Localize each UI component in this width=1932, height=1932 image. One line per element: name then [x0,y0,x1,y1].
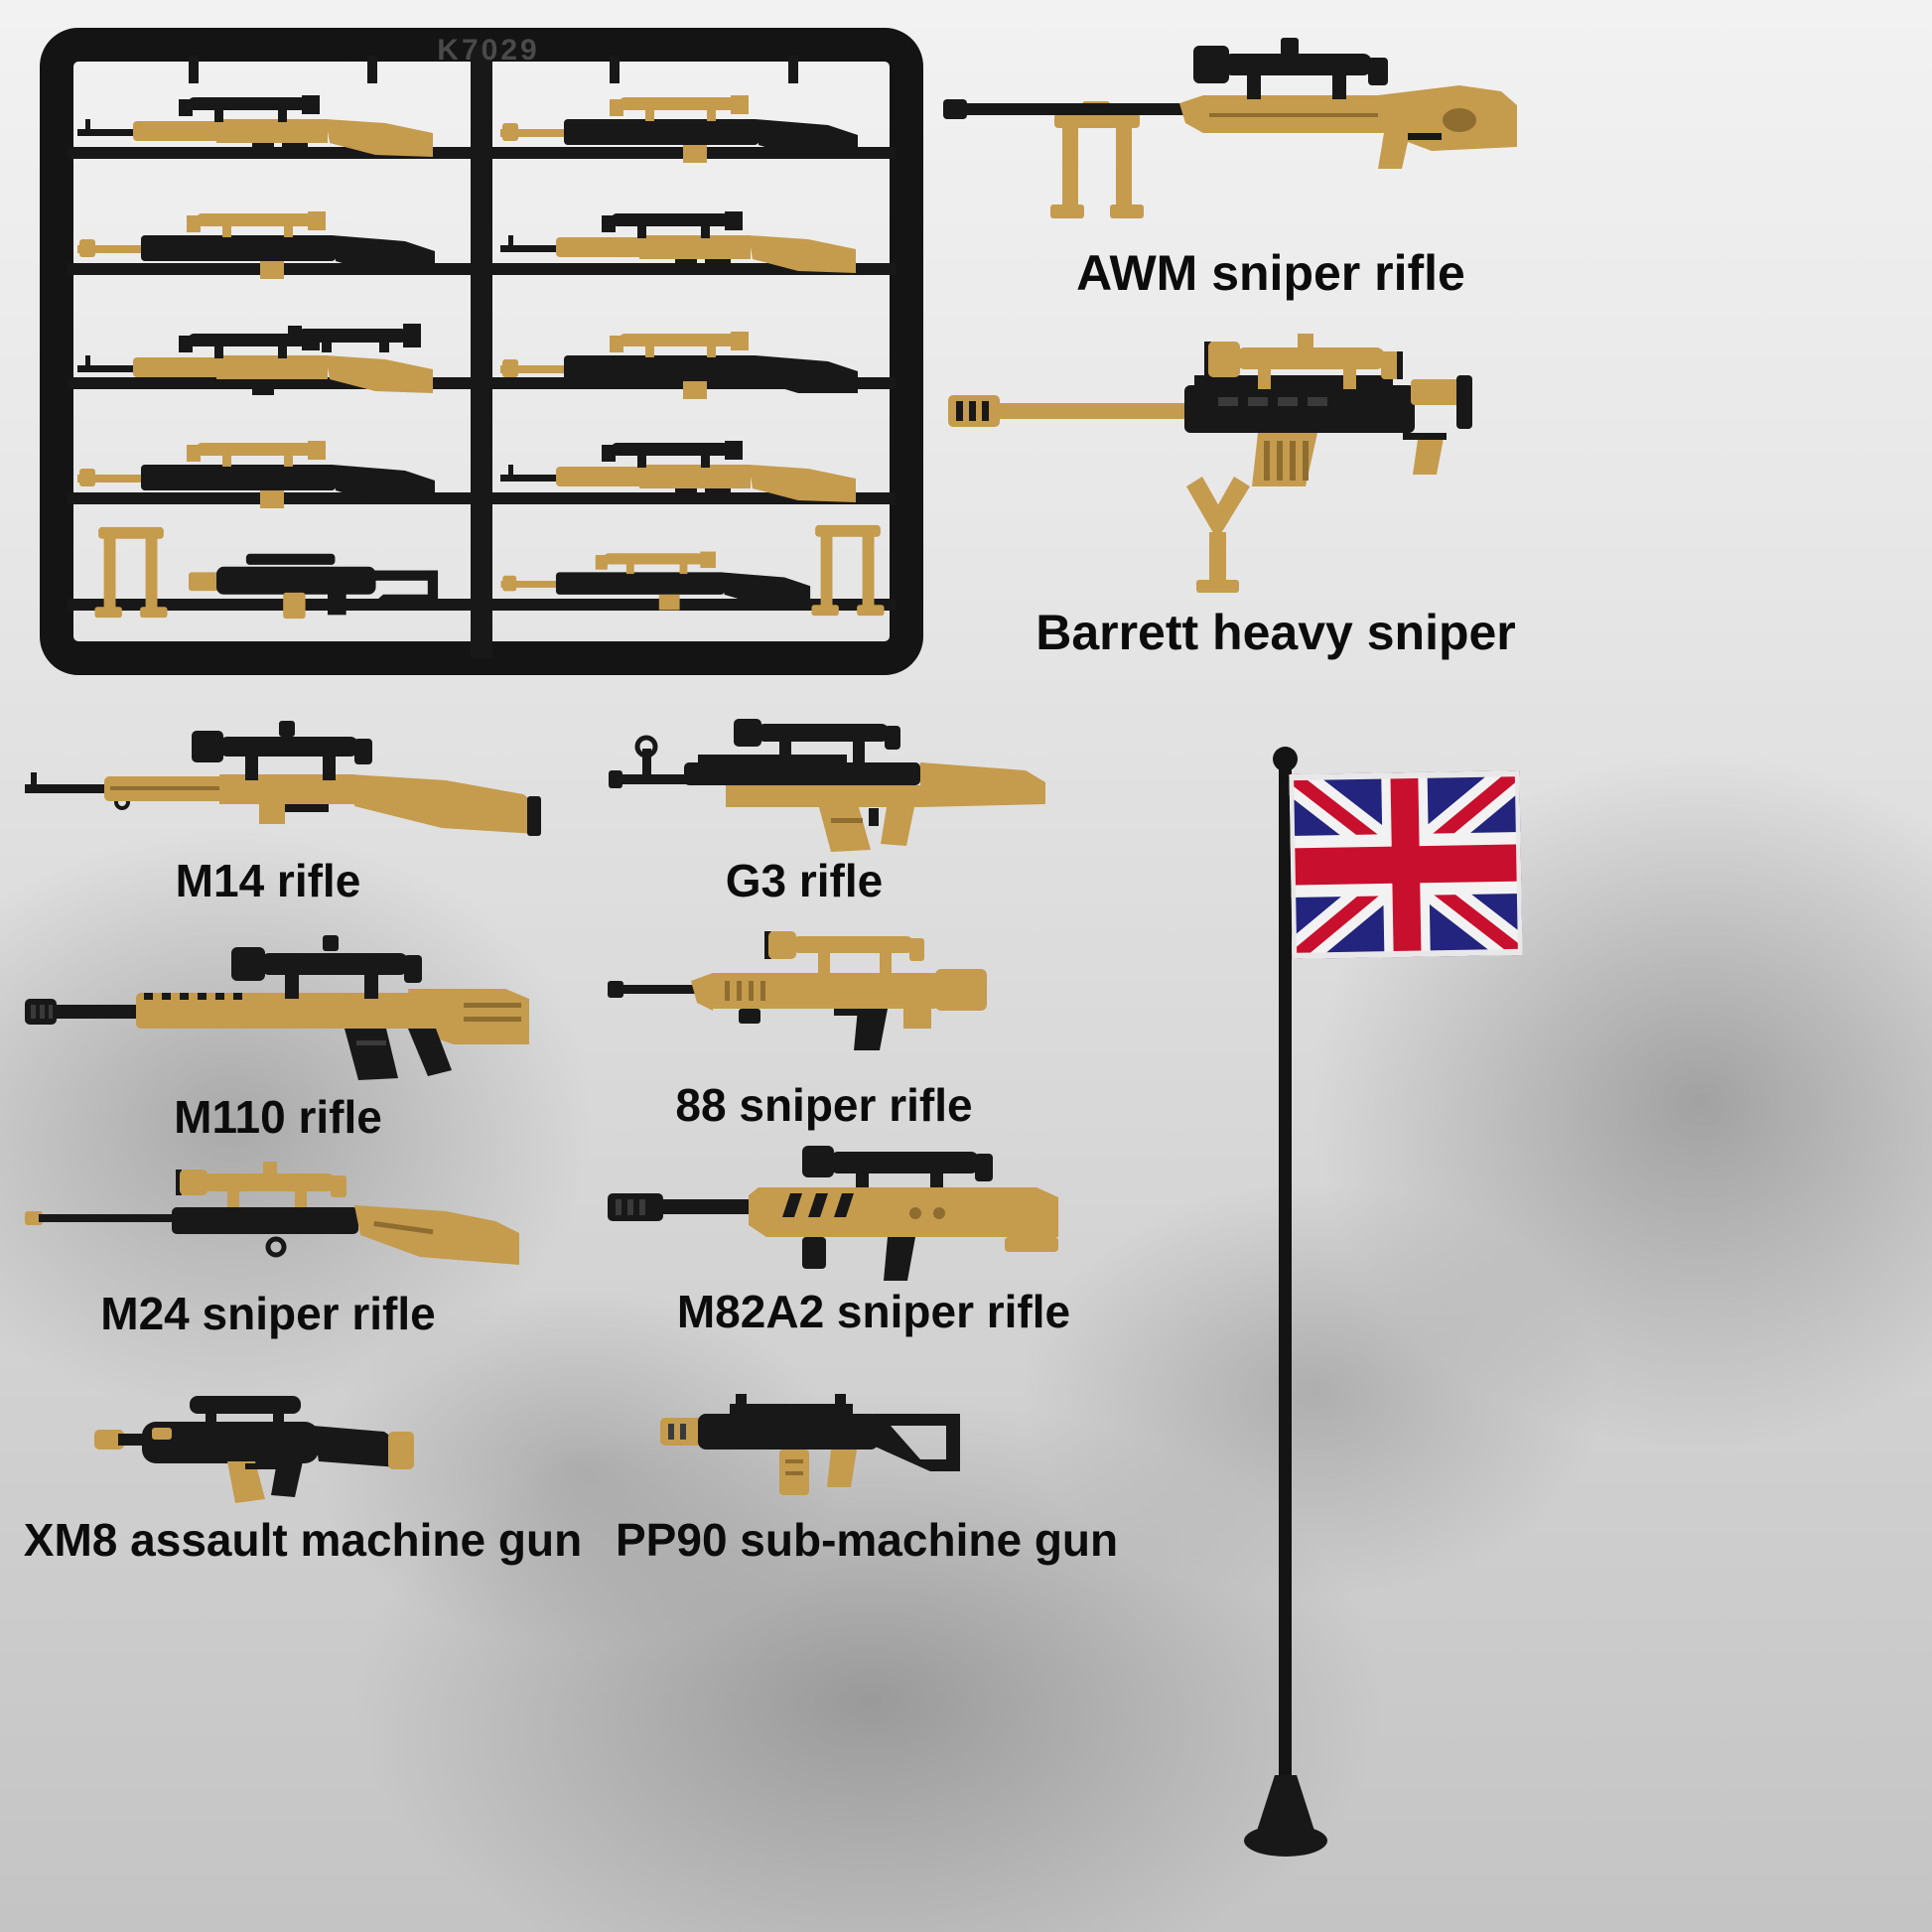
label-m110-rifle: M110 rifle [174,1091,382,1143]
m14-rifle-image [25,721,541,836]
m24-sniper-rifle-image [25,1162,519,1265]
sprue-center-runner [471,45,492,658]
xm8-assault-machine-gun-image [94,1396,414,1503]
label-m24-sniper-rifle: M24 sniper rifle [100,1288,436,1339]
label-g3-rifle: G3 rifle [725,855,884,906]
pp90-sub-machine-gun-image [660,1394,960,1495]
weapon-sprue: K7029 [40,28,923,675]
xm8-scope [190,1396,301,1424]
m24-scope [176,1162,346,1210]
barrett-bipod [1186,477,1250,593]
sprue-scope-piece [288,324,421,352]
g3-rifle-image [609,719,1045,852]
label-awm-sniper-rifle: AWM sniper rifle [1076,245,1465,301]
label-xm8-assault-machine-gun: XM8 assault machine gun [23,1514,583,1566]
flag-pole [1279,762,1292,1815]
label-barrett-heavy-sniper: Barrett heavy sniper [1035,605,1516,660]
awm-scope [1193,38,1388,99]
88-sniper-rifle-image [608,931,987,1050]
flag-base [1244,1775,1327,1857]
union-jack-flag [1289,769,1523,960]
label-88-sniper-rifle: 88 sniper rifle [675,1079,973,1131]
m110-rifle-image [25,935,529,1080]
sprue-code-text: K7029 [437,34,539,67]
barrett-scope [1204,334,1403,389]
barrett-magazine [1252,433,1317,486]
awm-bipod [1050,101,1144,218]
pp90-skeleton-stock [873,1414,960,1471]
label-m14-rifle: M14 rifle [175,855,361,906]
awm-sniper-rifle-image [943,38,1517,218]
m14-scope [192,721,372,780]
88-scope [764,931,924,975]
m82a2-scope [802,1146,993,1195]
label-pp90-sub-machine-gun: PP90 sub-machine gun [616,1514,1119,1566]
label-m82a2-sniper-rifle: M82A2 sniper rifle [676,1286,1071,1337]
m110-scope [231,935,422,999]
m82a2-sniper-rifle-image [608,1146,1058,1281]
barrett-heavy-sniper-image [948,334,1472,593]
g3-scope [734,719,900,764]
